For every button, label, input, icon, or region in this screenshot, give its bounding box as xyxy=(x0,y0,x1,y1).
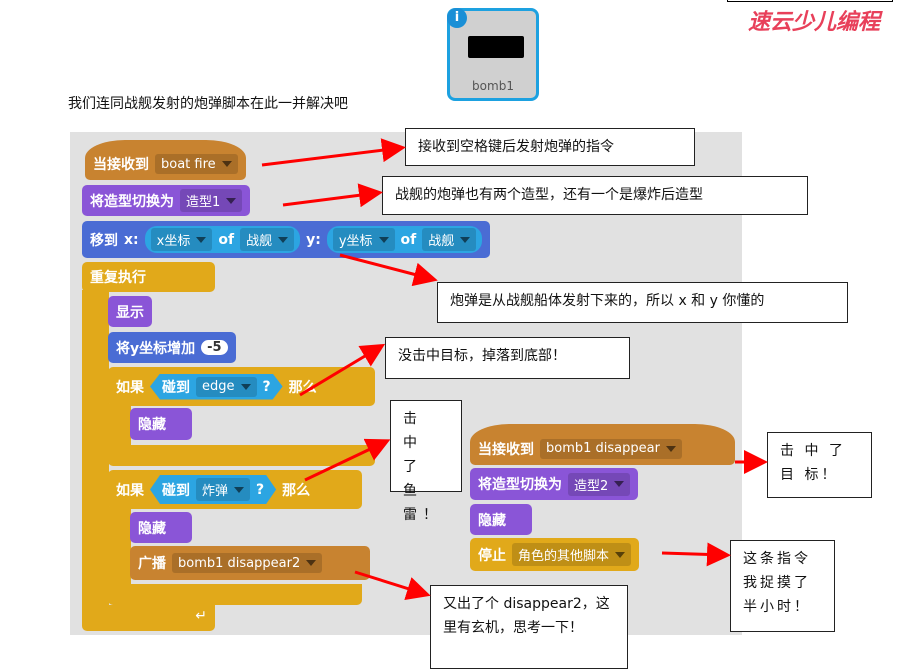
costume-dropdown[interactable]: 造型1 xyxy=(180,189,243,212)
x-label: x: xyxy=(124,231,139,248)
block-label: 移到 xyxy=(90,232,118,249)
message-dropdown[interactable]: bomb1 disappear2 xyxy=(172,553,323,573)
block-label: 隐藏 xyxy=(478,512,506,529)
switch-costume-block[interactable]: 将造型切换为 造型2 xyxy=(470,468,639,500)
loop-arrow-icon: ↵ xyxy=(195,608,207,624)
block-label: 重复执行 xyxy=(90,270,146,286)
if-arm xyxy=(108,507,131,587)
block-label: 碰到 xyxy=(162,379,190,396)
then-label: 那么 xyxy=(282,482,311,499)
block-label: 显示 xyxy=(116,304,144,321)
sprite-name: bomb1 xyxy=(472,79,514,93)
sprite-image xyxy=(468,36,524,58)
block-label: 隐藏 xyxy=(138,417,166,433)
top-box-edge xyxy=(727,0,893,2)
stop-block[interactable]: 停止 角色的其他脚本 xyxy=(470,538,640,571)
block-label: 碰到 xyxy=(162,482,190,499)
touching-bomb-condition[interactable]: 碰到炸弹? xyxy=(150,475,276,504)
callout-note: 这条指令我捉摸了半小时！ xyxy=(730,540,835,632)
sprite-dropdown[interactable]: 战舰 xyxy=(240,228,295,251)
callout-note: 击 中 了 目 标！ xyxy=(767,432,872,498)
intro-text: 我们连同战舰发射的炮弹脚本在此一并解决吧 xyxy=(68,96,348,112)
broadcast-block[interactable]: 广播 bomb1 disappear2 xyxy=(130,546,370,580)
x-of-reporter[interactable]: x坐标 of 战舰 xyxy=(144,226,301,253)
if-block-bomb[interactable]: 如果 碰到炸弹? 那么 xyxy=(108,470,362,509)
if-bottom xyxy=(108,584,362,605)
block-label: 将造型切换为 xyxy=(90,193,174,210)
switch-costume-block[interactable]: 将造型切换为 造型1 xyxy=(82,185,251,216)
forever-block[interactable]: 重复执行 xyxy=(82,262,215,292)
block-label: 隐藏 xyxy=(138,520,166,537)
callout-note: 击 中 了 鱼 雷！ xyxy=(390,400,462,523)
if-block-edge[interactable]: 如果 碰到 edge? 那么 xyxy=(108,367,375,406)
block-label: 当接收到 xyxy=(478,441,534,458)
costume-dropdown[interactable]: 造型2 xyxy=(568,472,631,496)
number-input[interactable]: -5 xyxy=(201,340,228,355)
block-label: 广播 xyxy=(138,556,166,572)
block-label: 将造型切换为 xyxy=(478,477,562,493)
q-label: ? xyxy=(262,378,271,395)
arrow xyxy=(299,343,386,397)
y-of-reporter[interactable]: y坐标 of 战舰 xyxy=(326,226,483,253)
q-label: ? xyxy=(256,481,265,498)
sprite-dropdown[interactable]: 战舰 xyxy=(422,228,477,251)
of-label: of xyxy=(218,231,235,248)
arrow xyxy=(304,438,391,482)
stop-dropdown[interactable]: 角色的其他脚本 xyxy=(512,543,632,566)
hide-block[interactable]: 隐藏 xyxy=(470,504,532,535)
logo: 速云少儿编程 xyxy=(748,10,881,35)
then-label: 那么 xyxy=(288,379,317,396)
block-label: 停止 xyxy=(478,547,506,564)
block-label: 如果 xyxy=(116,379,144,396)
block-label: 当接收到 xyxy=(93,157,149,173)
hide-block[interactable]: 隐藏 xyxy=(130,408,192,440)
callout-note: 没击中目标，掉落到底部！ xyxy=(385,337,630,379)
info-icon[interactable]: i xyxy=(447,8,467,28)
if-arm xyxy=(108,404,131,448)
callout-note: 炮弹是从战舰船体发射下来的，所以 x 和 y 你懂的 xyxy=(437,282,848,323)
sprite-thumbnail[interactable]: i bomb1 xyxy=(447,8,539,101)
when-receive-block[interactable]: 当接收到 boat fire xyxy=(85,140,246,180)
callout-note: 战舰的炮弹也有两个造型，还有一个是爆炸后造型 xyxy=(382,176,808,215)
callout-note: 接收到空格键后发射炮弹的指令 xyxy=(405,128,695,166)
show-block[interactable]: 显示 xyxy=(108,296,152,327)
arrow xyxy=(261,138,406,167)
of-label: of xyxy=(400,231,417,248)
change-y-block[interactable]: 将y坐标增加 -5 xyxy=(108,332,236,363)
block-label: 如果 xyxy=(116,482,144,499)
callout-note: 又出了个 disappear2，这里有玄机，思考一下！ xyxy=(430,585,628,669)
hide-block[interactable]: 隐藏 xyxy=(130,512,192,543)
message-dropdown[interactable]: bomb1 disappear xyxy=(540,438,682,459)
attr-dropdown[interactable]: x坐标 xyxy=(150,228,213,251)
arrow xyxy=(354,570,431,601)
forever-arm xyxy=(82,290,109,608)
message-dropdown[interactable]: boat fire xyxy=(155,154,238,174)
when-receive-block[interactable]: 当接收到 bomb1 disappear xyxy=(470,424,735,465)
block-label: 将y坐标增加 xyxy=(116,340,196,357)
target-dropdown[interactable]: edge xyxy=(196,377,257,397)
arrow xyxy=(661,542,731,567)
target-dropdown[interactable]: 炸弹 xyxy=(196,478,250,501)
arrow xyxy=(282,183,383,208)
attr-dropdown[interactable]: y坐标 xyxy=(332,228,395,251)
y-label: y: xyxy=(306,231,321,248)
forever-bottom: ↵ xyxy=(82,605,215,631)
arrow xyxy=(339,253,438,287)
if-bottom xyxy=(108,445,375,466)
goto-xy-block[interactable]: 移到 x: x坐标 of 战舰 y: y坐标 of 战舰 xyxy=(82,221,491,258)
touching-edge-condition[interactable]: 碰到 edge? xyxy=(150,374,283,400)
